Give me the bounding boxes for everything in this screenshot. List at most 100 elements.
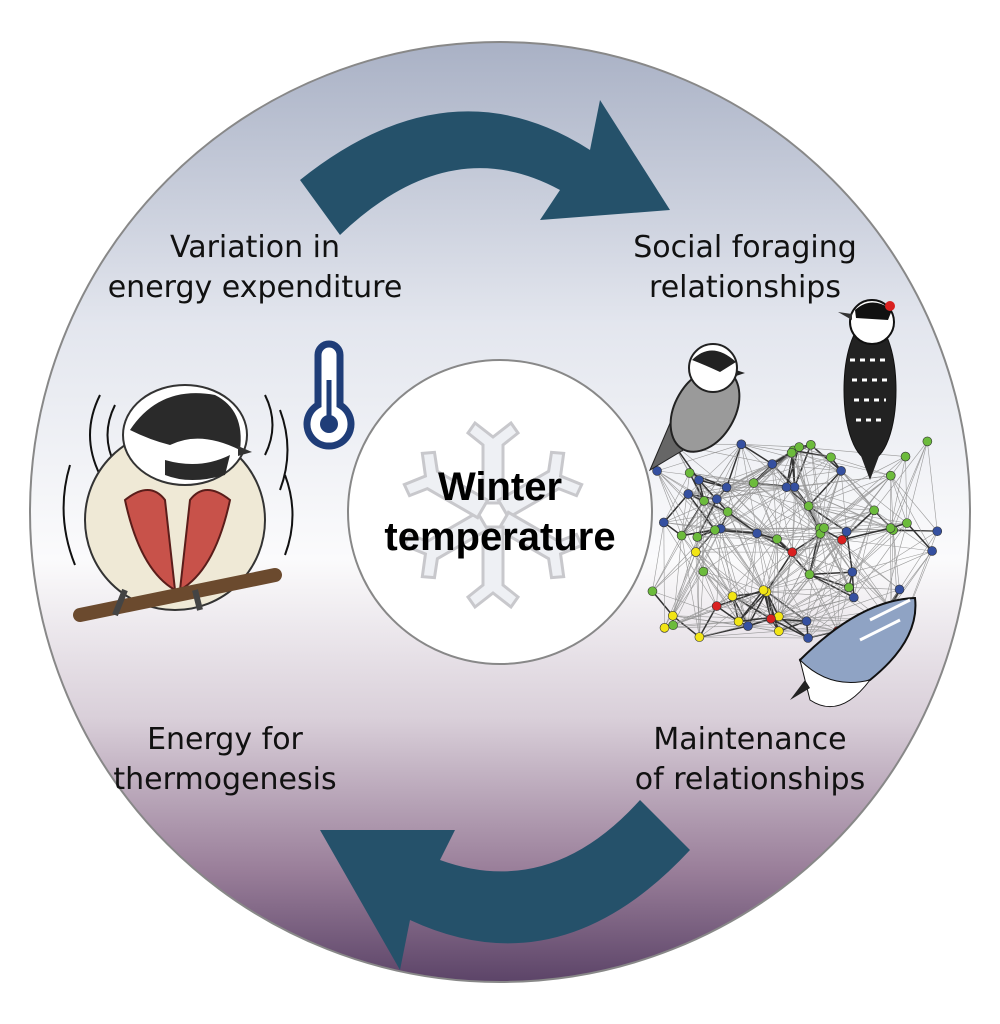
network-edge bbox=[716, 538, 778, 607]
network-edge bbox=[699, 589, 764, 638]
network-edge bbox=[741, 444, 778, 540]
nuthatch-illustration bbox=[790, 596, 917, 708]
network-edge bbox=[808, 470, 842, 507]
network-edge bbox=[770, 597, 854, 620]
network-node bbox=[789, 482, 800, 492]
network-edge bbox=[753, 482, 821, 535]
label-line: Variation in bbox=[170, 230, 340, 265]
network-edge bbox=[656, 470, 682, 536]
network-node bbox=[659, 623, 670, 633]
network-edge bbox=[726, 487, 821, 535]
network-edge bbox=[699, 571, 704, 638]
network-edge bbox=[770, 571, 853, 620]
network-edge bbox=[695, 551, 779, 617]
network-edge bbox=[823, 475, 891, 529]
network-node bbox=[767, 459, 778, 469]
network-edge bbox=[695, 538, 778, 553]
network-edge bbox=[791, 452, 825, 529]
network-node bbox=[684, 468, 695, 478]
network-edge bbox=[652, 511, 728, 592]
network-edge bbox=[652, 500, 705, 592]
network-edge bbox=[806, 589, 900, 622]
network-edge bbox=[786, 457, 832, 488]
network-edge bbox=[657, 470, 754, 484]
network-edge bbox=[703, 500, 764, 591]
network-edge bbox=[703, 571, 739, 622]
network-edge bbox=[791, 452, 891, 476]
network-node bbox=[844, 582, 854, 593]
network-edge bbox=[681, 535, 739, 622]
label-line: relationships bbox=[649, 270, 841, 305]
network-edge bbox=[697, 533, 758, 538]
network-edge bbox=[756, 486, 795, 534]
network-node bbox=[711, 494, 722, 505]
network-node bbox=[766, 614, 776, 624]
network-edge bbox=[656, 444, 742, 472]
network-edge bbox=[656, 470, 697, 553]
network-edge bbox=[905, 456, 908, 524]
network-edge bbox=[852, 527, 891, 573]
label-energy-thermogenesis: Energy for thermogenesis bbox=[95, 720, 355, 800]
network-edge bbox=[846, 522, 907, 532]
network-node bbox=[683, 489, 694, 499]
network-edge bbox=[853, 522, 908, 598]
network-edge bbox=[756, 527, 825, 534]
network-edge bbox=[807, 539, 843, 639]
network-edge bbox=[741, 444, 800, 448]
network-edge bbox=[809, 573, 850, 589]
network-edge bbox=[695, 551, 717, 607]
network-edge bbox=[820, 457, 832, 534]
network-edge bbox=[698, 479, 787, 488]
network-edge bbox=[747, 620, 807, 627]
network-edge bbox=[892, 441, 928, 531]
network-edge bbox=[681, 535, 700, 638]
label-line: Maintenance bbox=[653, 722, 847, 757]
network-edge bbox=[716, 589, 764, 607]
network-edge bbox=[778, 615, 809, 639]
network-edge bbox=[771, 463, 796, 488]
network-edge bbox=[819, 510, 875, 529]
network-node bbox=[781, 482, 792, 493]
label-maintenance-relationships: Maintenance of relationships bbox=[620, 720, 880, 800]
network-edge bbox=[697, 536, 764, 591]
center-title-line: temperature bbox=[384, 515, 616, 559]
network-edge bbox=[840, 470, 908, 524]
chickadee-illustration bbox=[648, 343, 745, 472]
network-edge bbox=[810, 444, 842, 472]
network-edge bbox=[664, 625, 748, 629]
network-edge bbox=[695, 551, 749, 627]
network-edge bbox=[770, 539, 843, 620]
network-edge bbox=[720, 486, 787, 529]
network-edge bbox=[714, 529, 764, 591]
network-node bbox=[699, 496, 709, 506]
network-edge bbox=[753, 482, 778, 540]
network-node bbox=[837, 534, 847, 545]
network-edge bbox=[672, 615, 700, 638]
network-edge bbox=[716, 528, 722, 607]
network-edge bbox=[727, 444, 742, 512]
network-edge bbox=[656, 470, 705, 502]
network-edge bbox=[716, 605, 807, 622]
network-edge bbox=[778, 571, 853, 617]
network-edge bbox=[792, 450, 821, 534]
network-edge bbox=[651, 590, 674, 617]
network-edge bbox=[726, 487, 809, 507]
network-edge bbox=[698, 480, 704, 572]
network-node bbox=[668, 620, 678, 631]
network-node bbox=[743, 621, 753, 631]
network-edge bbox=[737, 589, 765, 623]
network-edge bbox=[756, 533, 780, 617]
network-edge bbox=[785, 446, 800, 488]
network-edge bbox=[771, 463, 793, 553]
network-edge bbox=[727, 463, 773, 513]
network-edge bbox=[753, 470, 842, 484]
network-edge bbox=[703, 533, 758, 572]
network-edge bbox=[714, 529, 793, 553]
network-edge bbox=[756, 533, 807, 622]
network-edge bbox=[890, 475, 908, 524]
network-edge bbox=[699, 630, 779, 638]
network-edge bbox=[738, 533, 758, 622]
network-edge bbox=[819, 470, 842, 529]
network-edge bbox=[890, 475, 894, 531]
